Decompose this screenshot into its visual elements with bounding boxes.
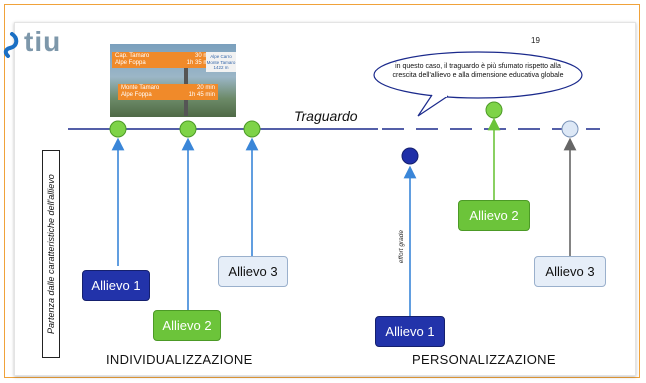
sign-white-line: 1422 m (213, 65, 229, 70)
sign-bottom: Monte Tamaro 20 min Alpe Foppa 1h 45 min (118, 84, 218, 100)
sign-white-line: Alpe Carro (210, 54, 232, 59)
section-label-personalizzazione: PERSONALIZZAZIONE (412, 352, 556, 367)
logo-text: tiu (24, 26, 62, 57)
student-box-pers-1: Allievo 1 (375, 316, 445, 347)
goal-dot-ind-3 (243, 120, 261, 138)
student-box-ind-2: Allievo 2 (153, 310, 221, 341)
effort-grade-label: effort grade (398, 230, 405, 264)
section-label-individualizzazione: INDIVIDUALIZZAZIONE (106, 352, 253, 367)
callout-bubble (373, 51, 583, 117)
sign-place: Alpe Foppa (121, 92, 152, 98)
sign-place: Alpe Foppa (115, 60, 146, 66)
goal-dot-pers-2 (485, 101, 503, 119)
sign-place: Monte Tamaro (121, 85, 160, 91)
goal-dot-ind-1 (109, 120, 127, 138)
page-number: 19 (531, 36, 540, 45)
student-box-pers-3: Allievo 3 (534, 256, 606, 287)
sign-place: Cap. Tamaro (115, 53, 150, 59)
sign-white: Alpe Carro Monte Tamaro 1422 m (206, 52, 236, 72)
student-box-ind-3: Allievo 3 (218, 256, 288, 287)
sign-time: 20 min (196, 85, 215, 91)
sign-time: 1h 45 min (188, 92, 215, 98)
signpost-photo: Cap. Tamaro 30 min Alpe Foppa 1h 35 min Mo… (110, 44, 236, 117)
callout-text: in questo caso, il traguardo è più sfuma… (392, 63, 564, 79)
sign-white-line: Monte Tamaro (206, 59, 236, 65)
sign-time: 1h 35 min (186, 60, 213, 66)
sign-top: Cap. Tamaro 30 min Alpe Foppa 1h 35 min (112, 52, 216, 68)
student-box-ind-1: Allievo 1 (82, 270, 150, 301)
sign-time: 30 min (194, 53, 213, 59)
start-axis-label: Partenza dalle caratteristiche dell'alli… (42, 150, 60, 358)
goal-dot-pers-1 (401, 147, 419, 165)
goal-dot-ind-2 (179, 120, 197, 138)
finish-label: Traguardo (294, 108, 358, 124)
student-box-pers-2: Allievo 2 (458, 200, 530, 231)
goal-dot-pers-3 (561, 120, 579, 138)
logo-mark-icon (3, 32, 19, 58)
